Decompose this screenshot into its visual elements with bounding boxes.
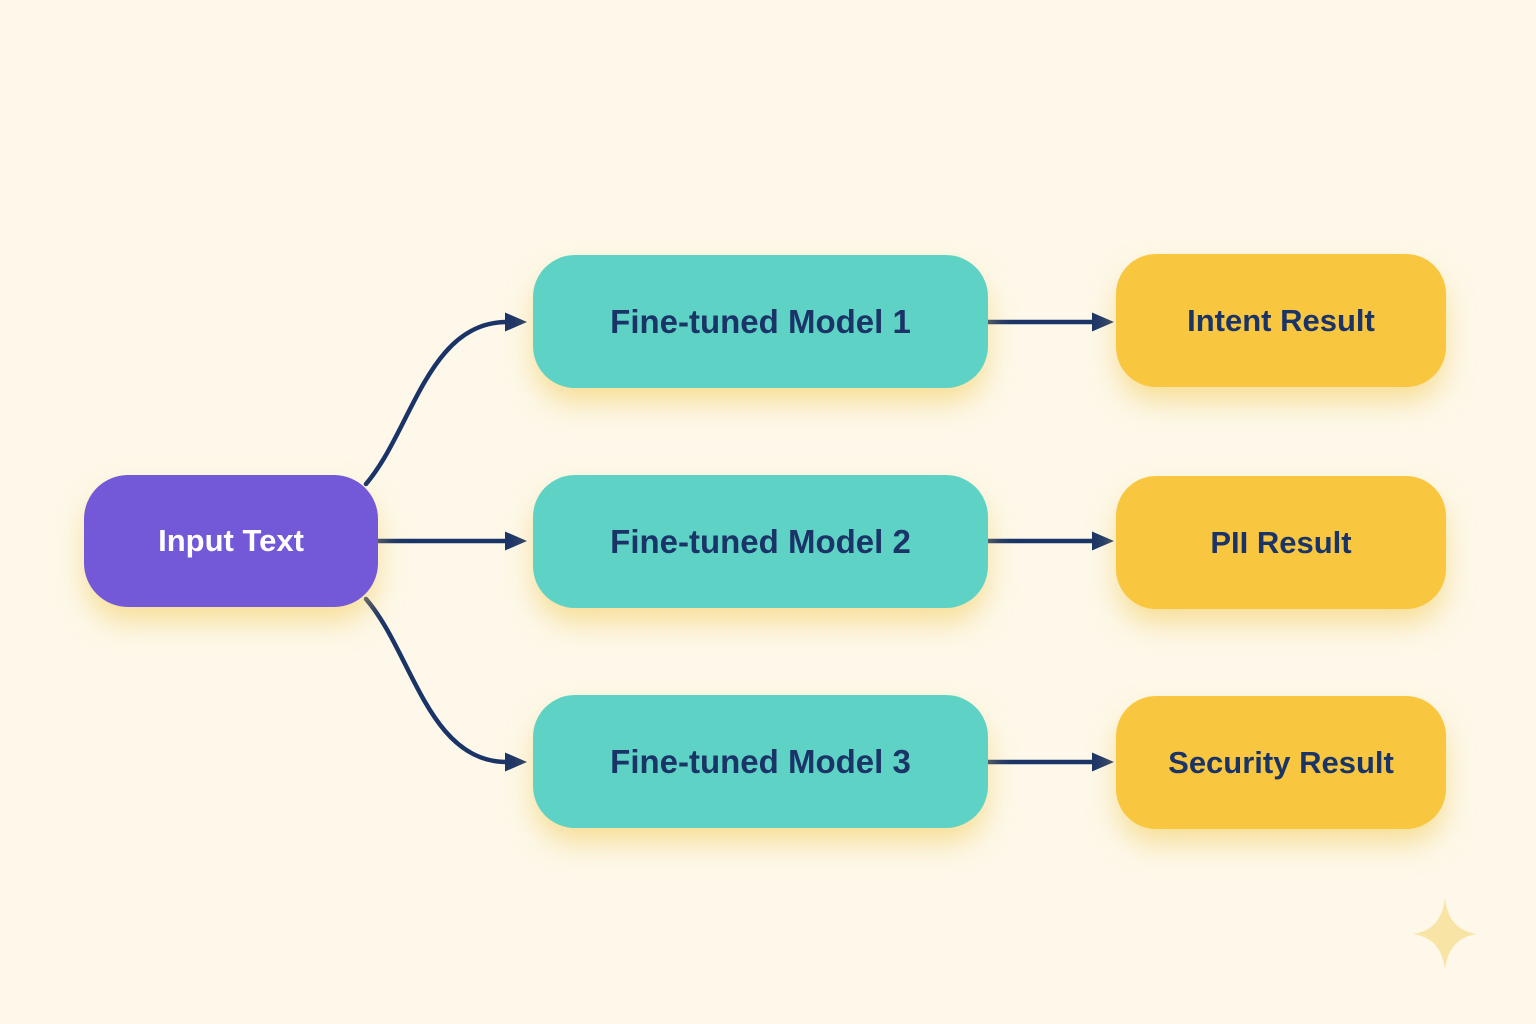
- node-fine-tuned-model-1-label: Fine-tuned Model 1: [610, 302, 911, 340]
- node-fine-tuned-model-1: Fine-tuned Model 1: [533, 255, 988, 388]
- node-intent-result-label: Intent Result: [1187, 302, 1375, 338]
- node-security-result: Security Result: [1116, 696, 1446, 829]
- connector-model-3-to-security-result: [985, 752, 1114, 772]
- node-pii-result: PII Result: [1116, 476, 1446, 609]
- node-pii-result-label: PII Result: [1210, 524, 1352, 560]
- connector-model-1-to-intent-result: [985, 312, 1114, 332]
- node-fine-tuned-model-2-label: Fine-tuned Model 2: [610, 522, 911, 560]
- connector-model-2-to-pii-result: [985, 531, 1114, 551]
- connector-input-to-model-1: [363, 312, 527, 487]
- node-fine-tuned-model-2: Fine-tuned Model 2: [533, 475, 988, 608]
- connector-input-to-model-3: [363, 596, 527, 772]
- node-intent-result: Intent Result: [1116, 254, 1446, 387]
- connector-input-to-model-2: [375, 531, 527, 551]
- node-input-text-label: Input Text: [158, 523, 304, 558]
- node-fine-tuned-model-3-label: Fine-tuned Model 3: [610, 742, 911, 780]
- node-input-text: Input Text: [84, 475, 378, 607]
- sparkle-icon: [1413, 898, 1477, 970]
- node-fine-tuned-model-3: Fine-tuned Model 3: [533, 695, 988, 828]
- node-security-result-label: Security Result: [1168, 744, 1394, 780]
